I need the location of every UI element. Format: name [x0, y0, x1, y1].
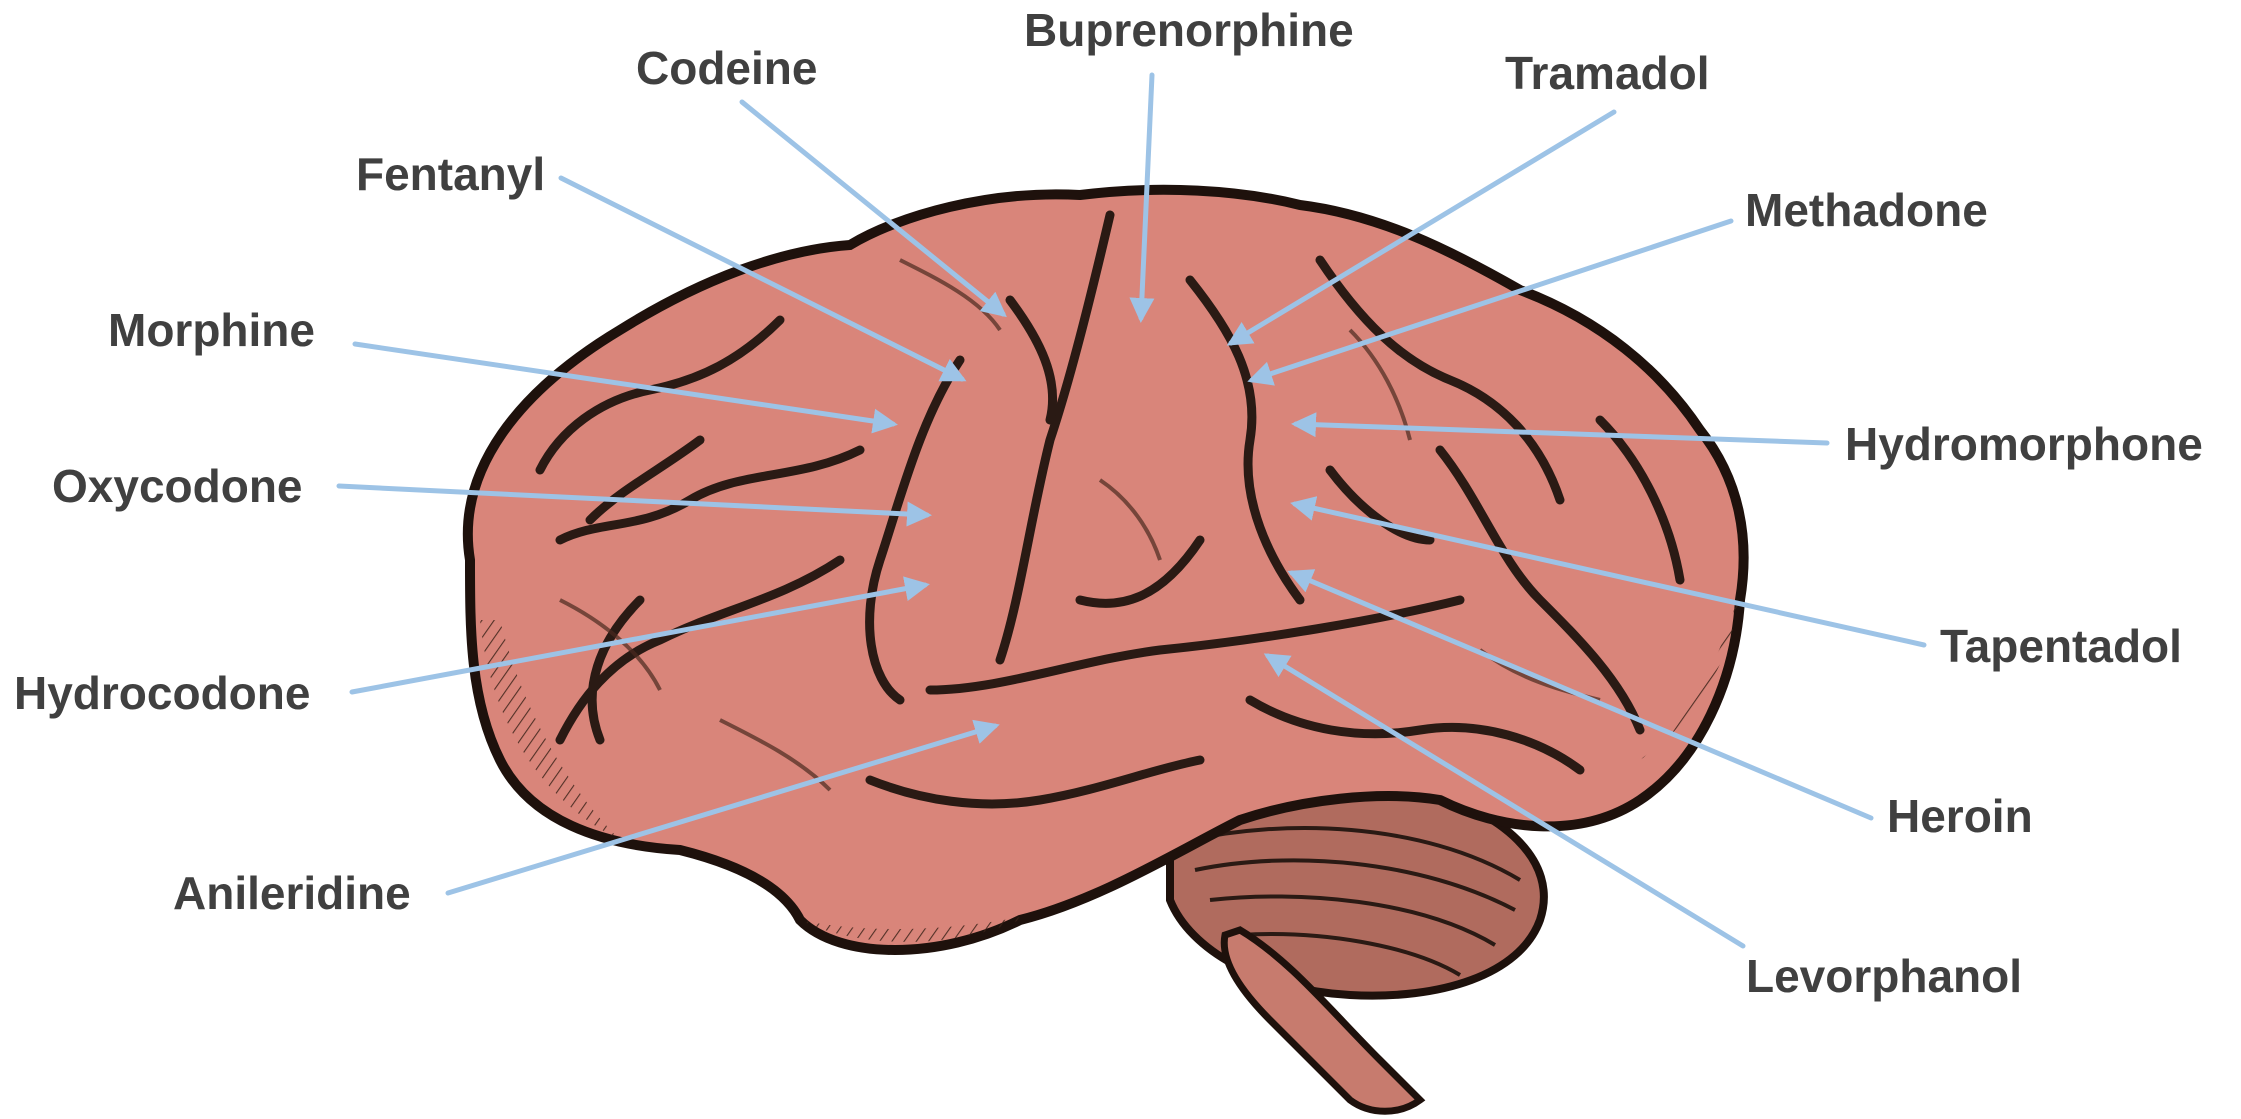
cerebrum — [468, 190, 1744, 950]
label-heroin: Heroin — [1887, 790, 2033, 842]
label-fentanyl: Fentanyl — [356, 148, 545, 200]
label-levorphanol: Levorphanol — [1746, 950, 2022, 1002]
label-tapentadol: Tapentadol — [1940, 620, 2182, 672]
label-hydromorphone: Hydromorphone — [1845, 418, 2203, 470]
label-codeine: Codeine — [636, 42, 817, 94]
label-buprenorphine: Buprenorphine — [1024, 4, 1354, 56]
label-morphine: Morphine — [108, 304, 315, 356]
label-tramadol: Tramadol — [1505, 47, 1710, 99]
label-hydrocodone: Hydrocodone — [14, 667, 310, 719]
label-methadone: Methadone — [1745, 184, 1988, 236]
label-anileridine: Anileridine — [173, 867, 411, 919]
brain-illustration — [468, 190, 1744, 1111]
label-oxycodone: Oxycodone — [52, 460, 303, 512]
